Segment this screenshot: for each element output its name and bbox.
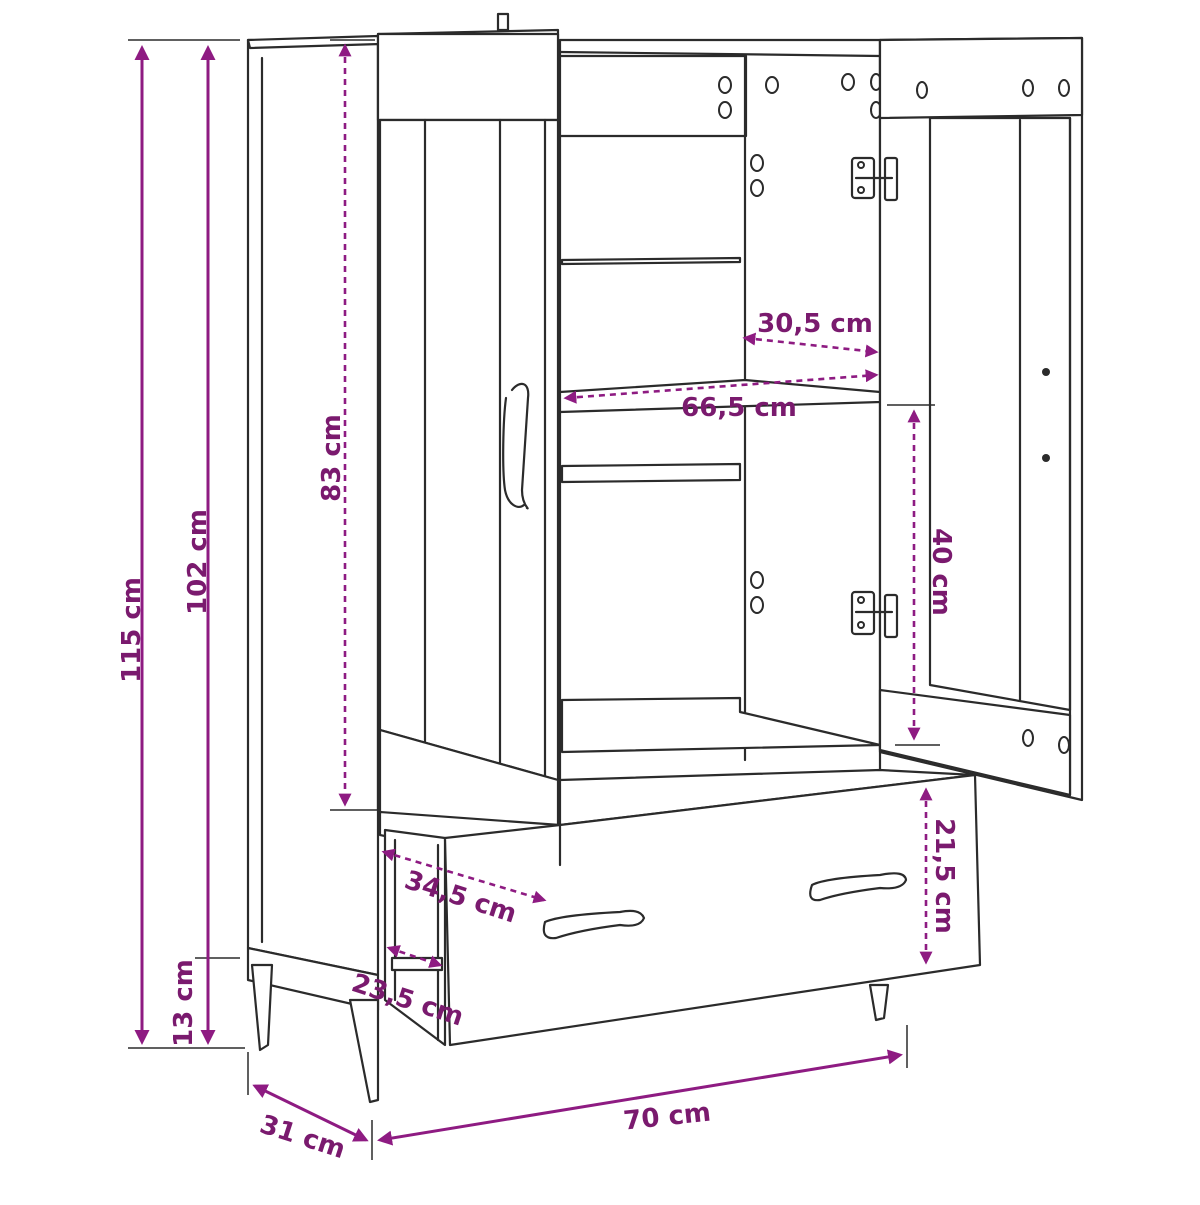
label-shelf-depth: 30,5 cm (757, 309, 873, 339)
shelf-upper (560, 256, 742, 266)
drawer-handle-right (809, 872, 908, 902)
label-drawer-height: 21,5 cm (929, 818, 959, 934)
dimension-labels: 115 cm 102 cm 13 cm 83 cm 40 cm 21,5 cm … (117, 309, 959, 1165)
drawer-handle-left (542, 909, 646, 940)
label-body-height: 102 cm (183, 509, 213, 615)
label-width: 70 cm (622, 1098, 712, 1137)
hinge-upper-icon (850, 156, 899, 202)
label-depth: 31 cm (256, 1110, 349, 1166)
label-shelf-clearance: 40 cm (926, 528, 956, 616)
label-total-height: 115 cm (117, 577, 147, 683)
label-inner-width: 66,5 cm (681, 393, 797, 423)
cabinet-legs (246, 946, 890, 1104)
hinge-lower-icon (850, 590, 899, 639)
dimension-lines (128, 39, 940, 1160)
left-door-handle (502, 382, 530, 510)
label-door-height: 83 cm (317, 414, 347, 502)
left-door (376, 12, 560, 868)
label-leg-height: 13 cm (169, 959, 199, 1047)
shelf-lower (560, 696, 882, 754)
right-door (850, 36, 1084, 802)
